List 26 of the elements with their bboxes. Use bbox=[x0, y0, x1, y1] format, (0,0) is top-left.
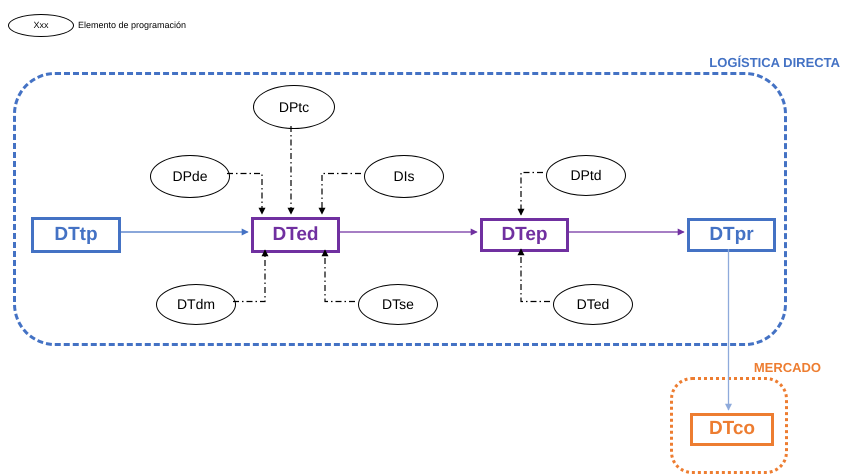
process-box: DTtp bbox=[31, 217, 121, 253]
arrow bbox=[288, 126, 294, 215]
process-box: DTpr bbox=[687, 218, 776, 252]
arrow bbox=[318, 172, 361, 215]
arrow bbox=[118, 228, 249, 236]
arrow bbox=[227, 172, 266, 215]
legend-text: Elemento de programación bbox=[78, 18, 186, 32]
arrow bbox=[518, 248, 550, 302]
ellipse-node: DTdm bbox=[156, 284, 236, 325]
arrow bbox=[518, 172, 543, 216]
ellipse-node: DPtc bbox=[253, 85, 335, 129]
ellipse-node: DPtd bbox=[546, 155, 626, 196]
region-title: MERCADO bbox=[754, 359, 821, 377]
ellipse-node: DTse bbox=[358, 284, 438, 325]
arrow bbox=[566, 228, 685, 236]
arrow bbox=[233, 249, 268, 302]
ellipse-node: DTed bbox=[553, 284, 633, 325]
region-title: LOGÍSTICA DIRECTA bbox=[709, 54, 840, 72]
process-box: DTco bbox=[690, 413, 774, 446]
ellipse-node: DIs bbox=[364, 155, 444, 198]
arrow bbox=[337, 228, 478, 236]
process-box: DTed bbox=[251, 217, 340, 253]
ellipse-node: DPde bbox=[150, 155, 230, 198]
arrow bbox=[322, 249, 355, 302]
process-box: DTep bbox=[480, 218, 569, 252]
arrow bbox=[725, 249, 732, 411]
